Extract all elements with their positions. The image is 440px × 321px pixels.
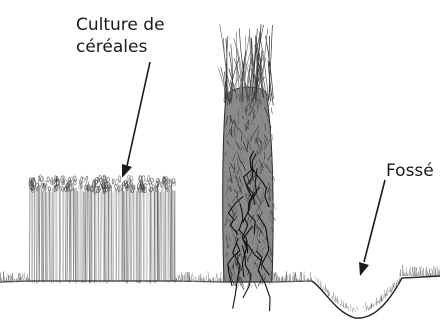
- culture-label: Culture de céréales: [76, 14, 165, 58]
- fosse-arrow-line: [364, 180, 385, 262]
- cereal-field: [28, 175, 176, 284]
- hedge-tree: [218, 24, 275, 311]
- ditch: [312, 276, 440, 318]
- culture-arrow-line: [127, 62, 150, 166]
- culture-label-line1: Culture de: [76, 14, 165, 36]
- fosse-label: Fossé: [386, 160, 434, 182]
- fosse-arrow-head: [359, 262, 369, 276]
- culture-label-line2: céréales: [76, 36, 165, 58]
